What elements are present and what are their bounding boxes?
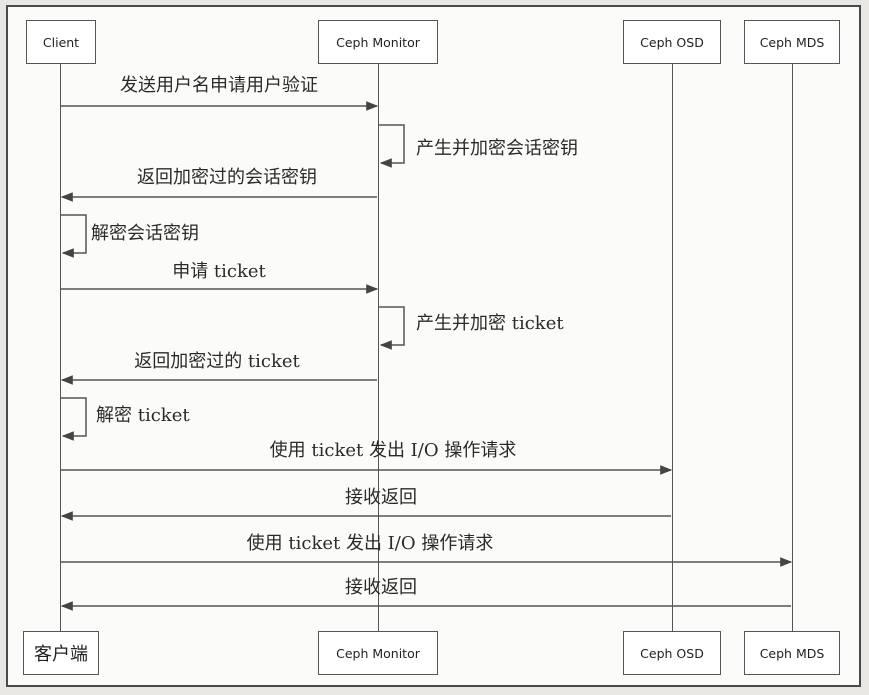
message-6: 产生并加密 ticket xyxy=(416,313,564,334)
message-7: 返回加密过的 ticket xyxy=(134,351,300,372)
message-12: 接收返回 xyxy=(345,577,417,598)
lifeline-client xyxy=(60,64,61,631)
participant-client-bottom: 客户端 xyxy=(23,631,99,675)
participant-client-top: Client xyxy=(26,20,96,64)
participant-ceph-mds-top: Ceph MDS xyxy=(744,20,840,64)
self-arrow-8 xyxy=(61,397,87,441)
message-3: 返回加密过的会话密钥 xyxy=(137,167,317,188)
participant-ceph-osd-top: Ceph OSD xyxy=(623,20,721,64)
message-9: 使用 ticket 发出 I/O 操作请求 xyxy=(269,440,517,461)
participant-ceph-monitor-top: Ceph Monitor xyxy=(318,20,438,64)
message-2: 产生并加密会话密钥 xyxy=(416,138,578,159)
self-arrow-6 xyxy=(379,306,405,350)
diagram-frame xyxy=(6,5,861,687)
lifeline-ceph-osd xyxy=(672,64,673,631)
participant-ceph-monitor-bottom: Ceph Monitor xyxy=(318,631,438,675)
self-arrow-4 xyxy=(61,214,87,258)
participant-ceph-mds-bottom: Ceph MDS xyxy=(744,631,840,675)
message-4: 解密会话密钥 xyxy=(91,223,199,244)
message-10: 接收返回 xyxy=(345,487,417,508)
message-5: 申请 ticket xyxy=(172,261,266,282)
participant-ceph-osd-bottom: Ceph OSD xyxy=(623,631,721,675)
message-11: 使用 ticket 发出 I/O 操作请求 xyxy=(246,533,494,554)
lifeline-ceph-monitor xyxy=(378,64,379,631)
message-1: 发送用户名申请用户验证 xyxy=(120,75,318,96)
self-arrow-2 xyxy=(379,124,405,168)
lifeline-ceph-mds xyxy=(792,64,793,631)
message-8: 解密 ticket xyxy=(96,405,190,426)
